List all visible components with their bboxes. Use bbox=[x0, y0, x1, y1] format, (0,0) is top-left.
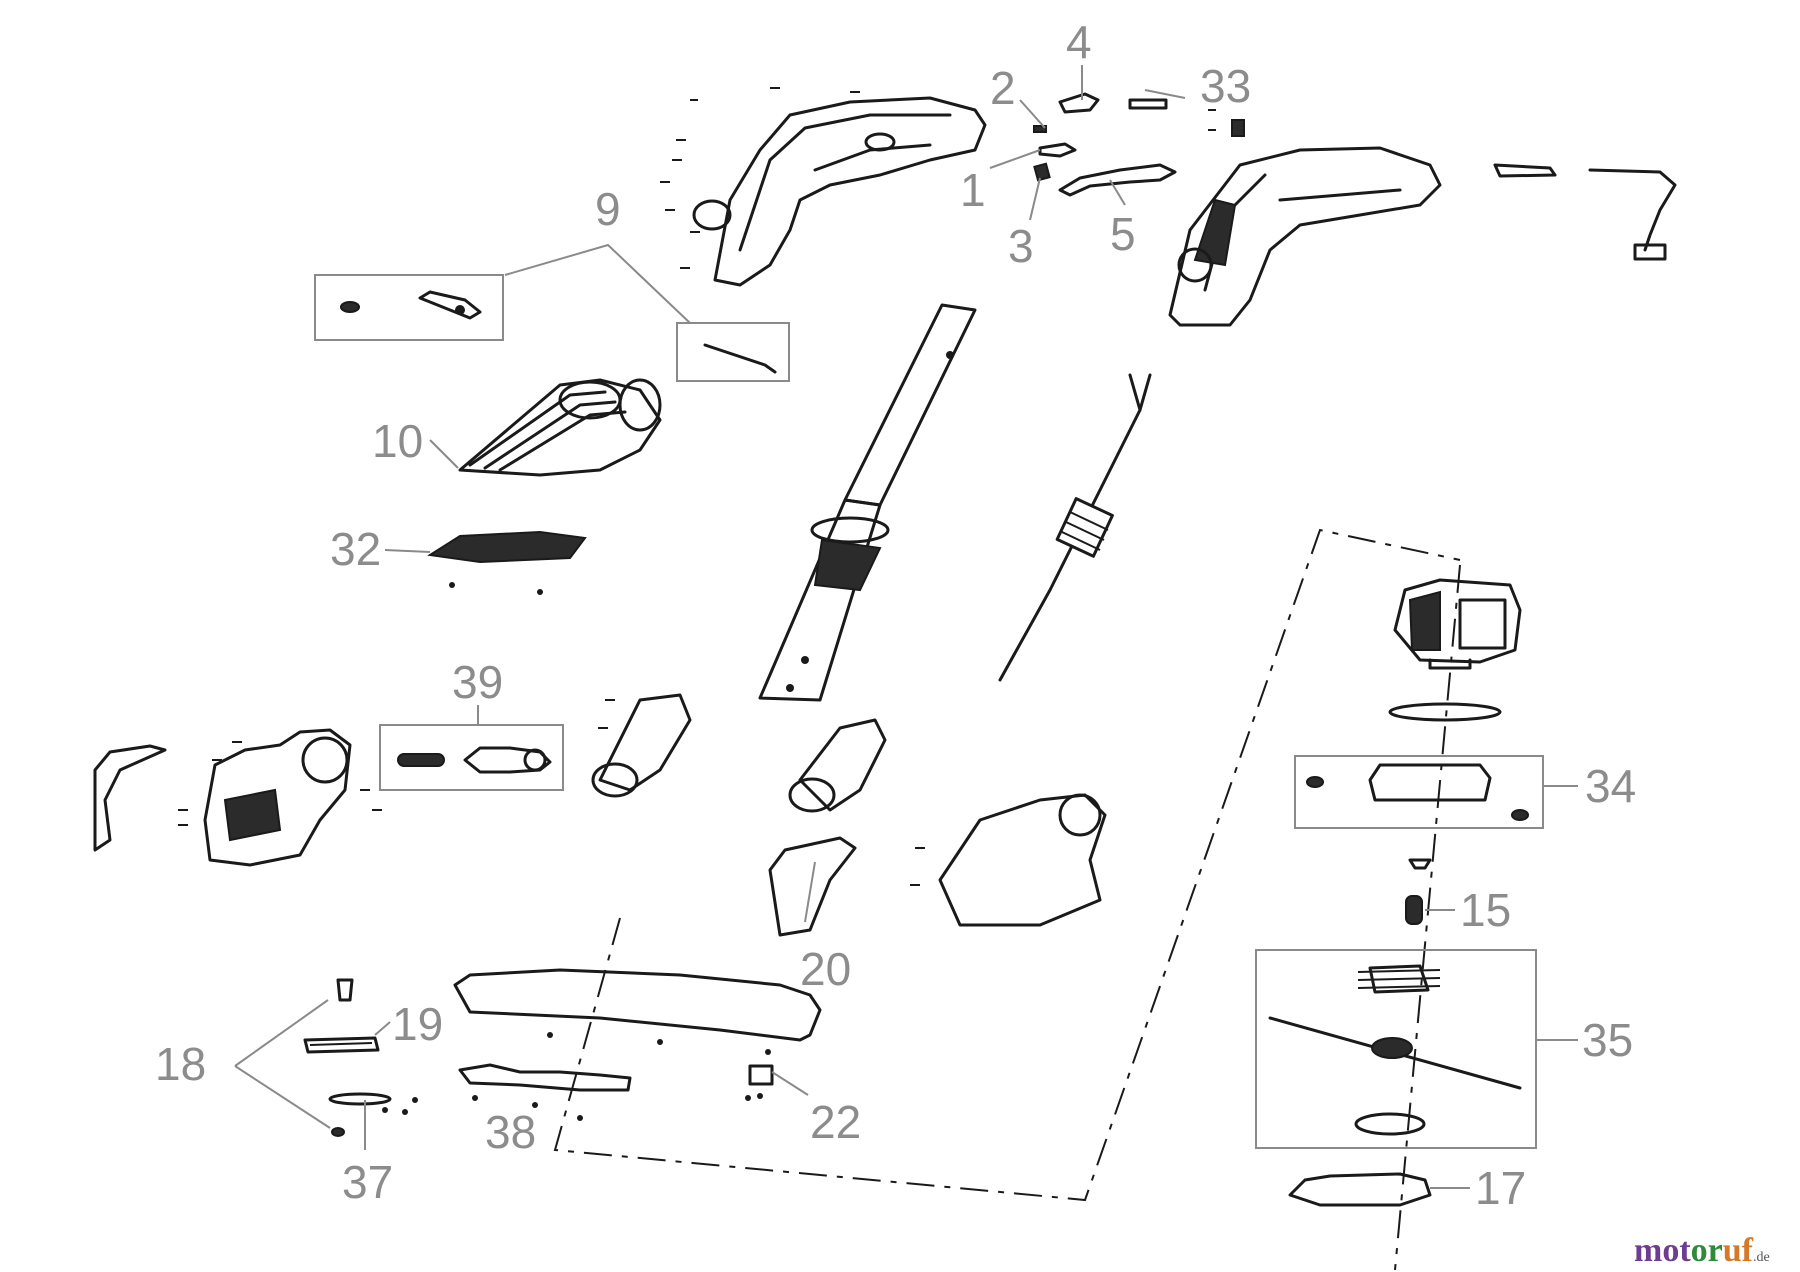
part-labels: 4 2 33 1 3 5 9 10 32 39 34 15 35 17 20 1… bbox=[155, 16, 1636, 1214]
part-35-group bbox=[1255, 949, 1578, 1149]
top-leaders bbox=[804, 65, 1186, 923]
watermark-part1: mot bbox=[1634, 1232, 1691, 1269]
label-39: 39 bbox=[452, 656, 503, 708]
label-17: 17 bbox=[1475, 1162, 1526, 1214]
center-housings bbox=[591, 693, 1107, 937]
switch-small-parts bbox=[1033, 92, 1245, 197]
part-38 bbox=[458, 1063, 632, 1121]
power-cord-top bbox=[1493, 163, 1677, 261]
shaft-tube bbox=[758, 303, 977, 702]
label-35: 35 bbox=[1582, 1014, 1633, 1066]
label-9: 9 bbox=[595, 183, 621, 235]
part-32 bbox=[384, 530, 587, 595]
cable bbox=[998, 373, 1152, 682]
label-20: 20 bbox=[800, 943, 851, 995]
part-5-shape bbox=[1058, 163, 1177, 197]
part-17 bbox=[1288, 1172, 1470, 1207]
label-15: 15 bbox=[1460, 884, 1511, 936]
parts-18-19-37 bbox=[234, 978, 418, 1150]
part-39-group bbox=[379, 705, 564, 791]
label-5: 5 bbox=[1110, 208, 1136, 260]
watermark-tld: .de bbox=[1752, 1250, 1770, 1265]
part-33-shape bbox=[1128, 98, 1168, 110]
label-1: 1 bbox=[960, 164, 986, 216]
part-33b-shape bbox=[1231, 119, 1245, 137]
assembly-axis bbox=[553, 528, 1461, 1202]
part-9-group bbox=[314, 243, 790, 382]
part-22 bbox=[745, 1064, 809, 1101]
motor-housing-left bbox=[93, 728, 382, 867]
label-3: 3 bbox=[1008, 220, 1034, 272]
part-20-guard bbox=[453, 968, 822, 1055]
label-34: 34 bbox=[1585, 760, 1636, 812]
label-32: 32 bbox=[330, 523, 381, 575]
label-4: 4 bbox=[1066, 16, 1092, 68]
part-3-shape bbox=[1033, 162, 1051, 182]
label-2: 2 bbox=[990, 62, 1016, 114]
label-37: 37 bbox=[342, 1156, 393, 1208]
handle-housing-right bbox=[1168, 109, 1442, 327]
label-18: 18 bbox=[155, 1038, 206, 1090]
motor-assembly bbox=[1388, 564, 1522, 1271]
label-10: 10 bbox=[372, 415, 423, 467]
label-19: 19 bbox=[392, 998, 443, 1050]
part-4-shape bbox=[1058, 92, 1100, 114]
watermark-part2: or bbox=[1690, 1232, 1723, 1269]
label-33: 33 bbox=[1200, 60, 1251, 112]
part-1-shape bbox=[1038, 142, 1077, 158]
part-10-guard bbox=[429, 378, 662, 477]
part-2-shape bbox=[1033, 125, 1047, 133]
watermark-logo: motoruf.de bbox=[1634, 1232, 1770, 1270]
watermark-part3: uf bbox=[1722, 1232, 1753, 1269]
handle-housing-left bbox=[660, 87, 987, 287]
label-38: 38 bbox=[485, 1106, 536, 1158]
part-15 bbox=[1405, 858, 1455, 925]
label-22: 22 bbox=[810, 1096, 861, 1148]
part-34-group bbox=[1294, 755, 1578, 829]
